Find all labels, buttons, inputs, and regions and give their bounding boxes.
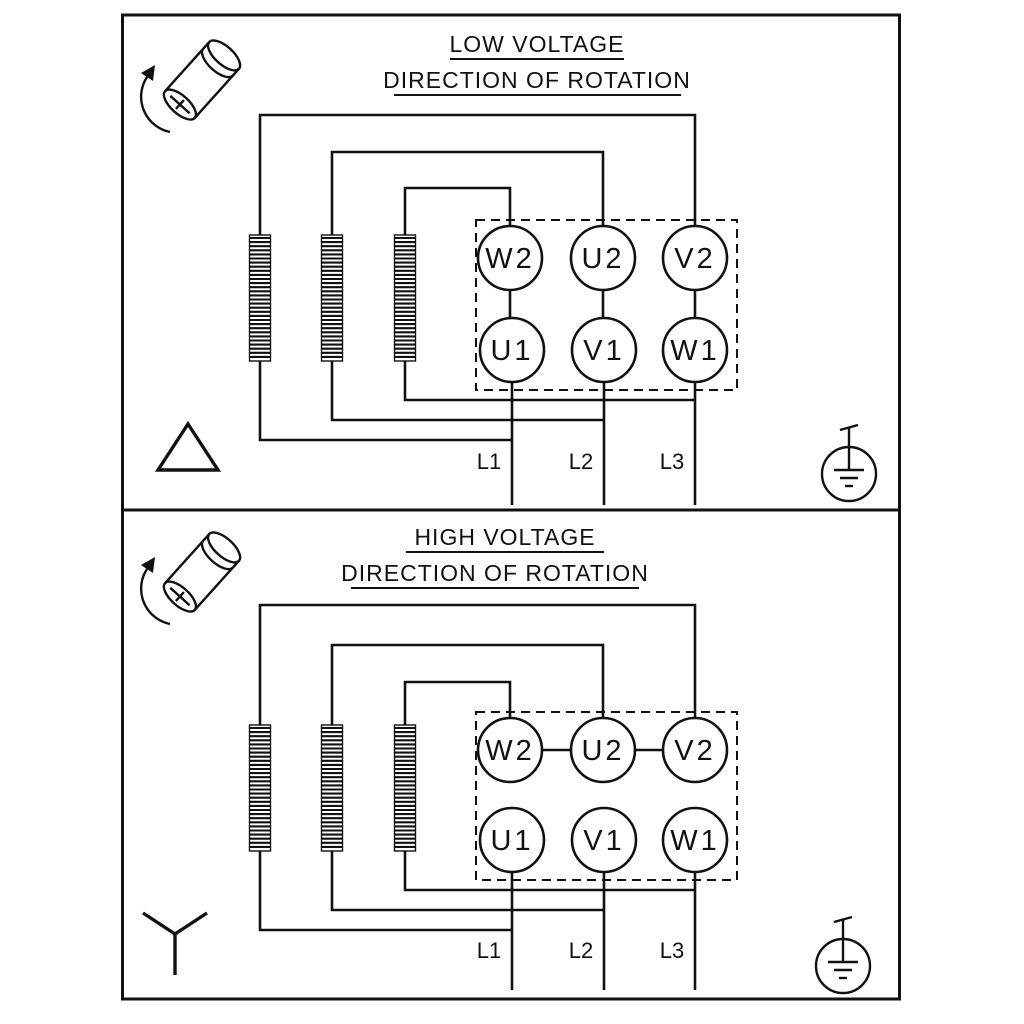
winding-coil-2-low <box>320 234 344 362</box>
supply-label-L2: L2 <box>569 449 593 474</box>
terminal-circle <box>661 316 729 384</box>
low-voltage-panel: LOW VOLTAGE DIRECTION OF ROTATION W2 <box>121 13 901 512</box>
terminal-circle <box>476 716 544 784</box>
winding-coil-1-low <box>248 234 272 362</box>
terminal-U2-high: U2 <box>569 716 637 784</box>
supply-label-L1: L1 <box>477 449 501 474</box>
terminal-circle <box>569 716 637 784</box>
wiring-low <box>258 113 697 505</box>
winding-coil-2-high <box>320 724 344 852</box>
terminal-circle <box>478 806 546 874</box>
terminal-label: W1 <box>670 825 720 857</box>
terminal-label: V1 <box>583 335 624 367</box>
panel-subtitle: DIRECTION OF ROTATION <box>341 560 649 586</box>
wire-segment <box>330 150 605 236</box>
panel-title: LOW VOLTAGE <box>449 31 624 57</box>
terminal-W2-low: W2 <box>476 224 544 292</box>
terminal-U1-high: U1 <box>478 806 546 874</box>
terminal-circle <box>570 806 638 874</box>
terminal-label: W2 <box>485 243 535 275</box>
terminal-label: V1 <box>583 825 624 857</box>
wire-segment <box>258 851 512 932</box>
wire-segment <box>330 851 604 912</box>
terminal-label: W2 <box>485 735 535 767</box>
supply-label-L1: L1 <box>477 938 501 963</box>
terminal-circle <box>478 316 546 384</box>
terminal-U1-low: U1 <box>478 316 546 384</box>
shaft-rotation-direction-icon <box>139 526 247 626</box>
supply-label-L3: L3 <box>660 449 684 474</box>
terminal-label: U1 <box>490 335 533 367</box>
terminal-circle <box>569 224 637 292</box>
wire-segment <box>258 113 697 236</box>
winding-coil-1-high <box>248 724 272 852</box>
terminal-board-outline <box>475 219 738 391</box>
terminal-V1-high: V1 <box>570 806 638 874</box>
terminal-V2-high: V2 <box>661 716 729 784</box>
high-voltage-panel: HIGH VOLTAGE DIRECTION OF ROTATION W2 <box>121 508 901 1001</box>
terminal-V1-low: V1 <box>570 316 638 384</box>
shaft-rotation-direction-icon <box>139 34 247 134</box>
terminal-label: V2 <box>674 735 715 767</box>
terminal-label: V2 <box>674 243 715 275</box>
wire-segment <box>258 603 697 726</box>
terminal-W1-low: W1 <box>661 316 729 384</box>
terminal-V2-low: V2 <box>661 224 729 292</box>
wire-segment <box>403 680 512 726</box>
terminal-board-outline <box>475 711 738 881</box>
terminal-circle <box>570 316 638 384</box>
star-connection-symbol <box>142 911 208 975</box>
supply-label-L2: L2 <box>569 938 593 963</box>
terminal-W2-high: W2 <box>476 716 544 784</box>
delta-connection-symbol <box>154 420 222 472</box>
terminal-circle <box>661 224 729 292</box>
terminal-label: U2 <box>581 735 624 767</box>
winding-coil-3-high <box>393 724 417 852</box>
panel-title: HIGH VOLTAGE <box>414 524 595 550</box>
high-voltage-panel-border <box>121 508 901 1001</box>
wire-segment <box>330 643 605 726</box>
wire-segment <box>330 361 604 422</box>
terminal-label: W1 <box>670 335 720 367</box>
delta-terminal-jumpers <box>508 290 697 318</box>
wire-segment <box>258 361 512 442</box>
wiring-high <box>258 603 697 990</box>
terminal-label: U2 <box>581 243 624 275</box>
terminal-circle <box>476 224 544 292</box>
winding-coil-3-low <box>393 234 417 362</box>
earth-ground-icon <box>814 915 872 995</box>
earth-ground-icon <box>820 423 878 503</box>
supply-label-L3: L3 <box>660 938 684 963</box>
wire-segment <box>403 186 512 236</box>
wire-segment <box>403 851 695 892</box>
panel-subtitle: DIRECTION OF ROTATION <box>383 67 691 93</box>
terminal-label: U1 <box>490 825 533 857</box>
terminal-circle <box>661 716 729 784</box>
wire-segment <box>403 361 695 402</box>
terminal-W1-high: W1 <box>661 806 729 874</box>
terminal-circle <box>661 806 729 874</box>
terminal-U2-low: U2 <box>569 224 637 292</box>
